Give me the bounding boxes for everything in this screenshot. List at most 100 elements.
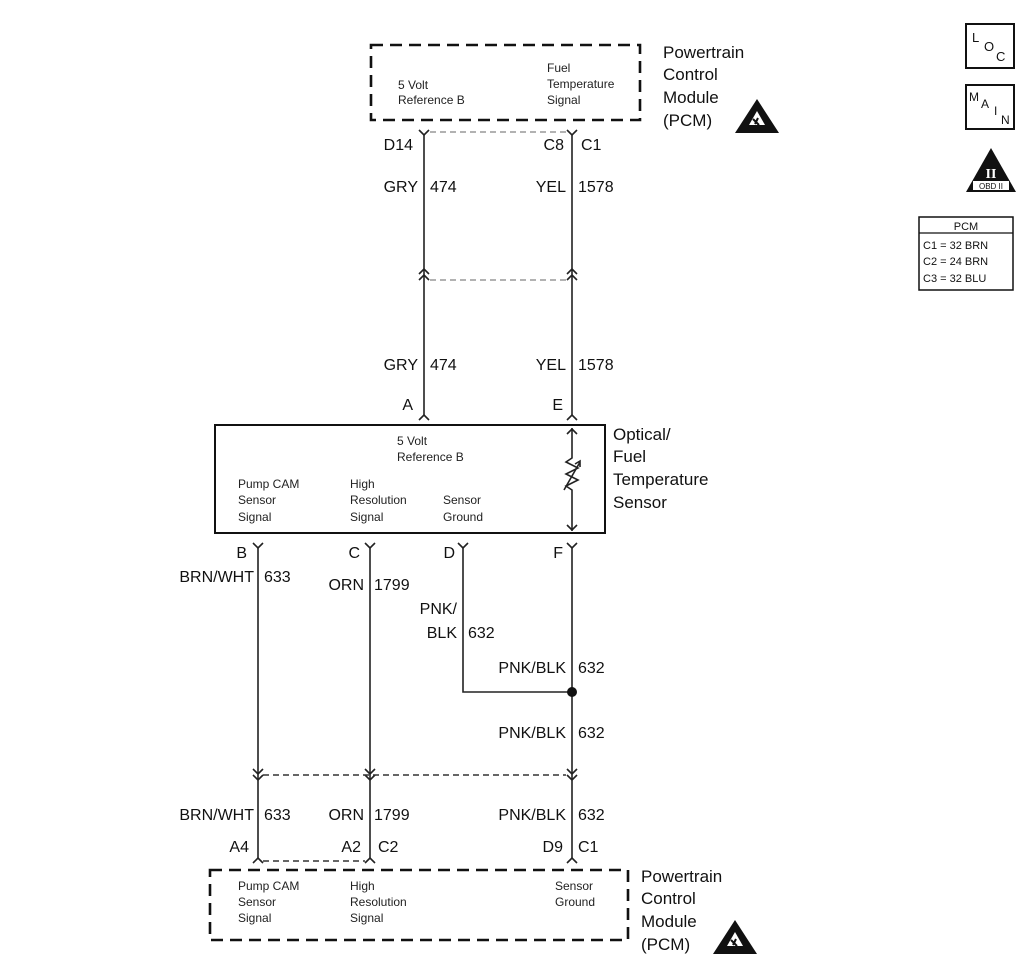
svg-text:M: M: [969, 90, 979, 104]
main-icon[interactable]: M A I N: [965, 84, 1015, 130]
module-title: Powertrain: [641, 867, 722, 886]
wire-circuit: 1799: [374, 577, 410, 594]
wire-circuit: 474: [430, 357, 457, 374]
pin-function: Signal: [350, 510, 383, 524]
svg-text:N: N: [1001, 113, 1010, 127]
wire-color: YEL: [536, 357, 566, 374]
esd-warning-icon: [734, 98, 780, 134]
pin-function: Signal: [350, 911, 383, 925]
pin-function: Reference B: [398, 93, 465, 107]
pin-function: Sensor: [238, 895, 276, 909]
pin-function: Sensor: [238, 493, 276, 507]
connector-label: C1: [578, 839, 599, 856]
wire-color: PNK/BLK: [498, 660, 566, 677]
connector-label: C2: [378, 839, 399, 856]
wire-color: PNK/BLK: [498, 725, 566, 742]
connector-label: C1: [581, 137, 602, 154]
pin-function: Resolution: [350, 895, 407, 909]
wire-color: PNK/: [420, 601, 458, 618]
inline-connector-icon: [252, 768, 578, 782]
svg-text:II: II: [986, 167, 997, 182]
bottom-pcm-module: Pump CAM Sensor Signal High Resolution S…: [208, 867, 758, 955]
wire-color: BLK: [427, 625, 458, 642]
wire-color: ORN: [328, 577, 364, 594]
module-title: Control: [663, 65, 718, 84]
pin-function: Ground: [555, 895, 595, 909]
wire-color: GRY: [384, 179, 419, 196]
wire-circuit: 1799: [374, 807, 410, 824]
connector-icon: [418, 413, 578, 421]
pin-function: Temperature: [547, 77, 615, 91]
table-row: C1 = 32 BRN: [923, 240, 988, 252]
pcm-connector-table: PCM C1 = 32 BRN C2 = 24 BRN C3 = 32 BLU: [918, 216, 1014, 291]
table-row: C2 = 24 BRN: [923, 256, 988, 268]
module-title: (PCM): [663, 111, 712, 130]
pin-function: Pump CAM: [238, 879, 299, 893]
sensor-box: [214, 424, 606, 534]
module-title: Powertrain: [663, 43, 744, 62]
wire-color: PNK/BLK: [498, 807, 566, 824]
svg-text:OBD II: OBD II: [979, 182, 1003, 191]
pin-label: F: [553, 545, 563, 562]
module-title: Module: [663, 88, 719, 107]
wire-circuit: 633: [264, 807, 291, 824]
module-title: Control: [641, 889, 696, 908]
pin-function: Sensor: [555, 879, 593, 893]
pin-function: Reference B: [397, 450, 464, 464]
connector-icon: [252, 856, 578, 864]
inline-connector-icon: [418, 267, 578, 281]
pin-label: A2: [341, 839, 361, 856]
pin-function: Sensor: [443, 493, 481, 507]
svg-text:L: L: [972, 30, 979, 45]
pin-function: Signal: [547, 93, 580, 107]
wire-color: YEL: [536, 179, 566, 196]
wire-color: BRN/WHT: [179, 569, 254, 586]
pin-function: Ground: [443, 510, 483, 524]
pin-label: E: [552, 397, 563, 414]
wire-color: GRY: [384, 357, 419, 374]
svg-text:A: A: [981, 97, 989, 111]
connector-icon: [252, 542, 578, 550]
pin-label: C8: [544, 137, 565, 154]
pin-function: Resolution: [350, 493, 407, 507]
pin-label: D: [443, 545, 455, 562]
pin-label: D14: [384, 137, 413, 154]
sensor-title: Fuel: [613, 447, 646, 466]
sensor-title: Temperature: [613, 470, 708, 489]
thermistor-icon: [563, 427, 581, 532]
pin-function: 5 Volt: [398, 78, 429, 92]
pin-label: A4: [229, 839, 249, 856]
pin-function: High: [350, 477, 375, 491]
wire-circuit: 632: [578, 660, 605, 677]
pin-function: 5 Volt: [397, 434, 428, 448]
svg-text:C: C: [996, 49, 1005, 64]
wire-circuit: 632: [578, 807, 605, 824]
wire-circuit: 1578: [578, 357, 614, 374]
loc-icon[interactable]: L O C: [965, 23, 1015, 69]
pin-function: High: [350, 879, 375, 893]
pin-label: A: [402, 397, 413, 414]
table-row: C3 = 32 BLU: [923, 273, 986, 285]
top-pcm-module: 5 Volt Reference B Fuel Temperature Sign…: [369, 43, 780, 134]
esd-warning-icon: [712, 919, 758, 955]
pin-function: Fuel: [547, 61, 570, 75]
svg-text:I: I: [994, 104, 997, 118]
obd-ii-icon[interactable]: II OBD II: [966, 148, 1016, 192]
top-pcm-box: [369, 43, 642, 122]
wire-circuit: 632: [578, 725, 605, 742]
pin-function: Signal: [238, 911, 271, 925]
wire-pnk-blk-632-branch: [462, 548, 572, 693]
wire-circuit: 1578: [578, 179, 614, 196]
pin-function: Pump CAM: [238, 477, 299, 491]
module-title: Module: [641, 912, 697, 931]
bottom-pcm-box: [208, 868, 630, 942]
wire-circuit: 474: [430, 179, 457, 196]
wire-color: ORN: [328, 807, 364, 824]
module-title: (PCM): [641, 935, 690, 954]
svg-text:O: O: [984, 39, 994, 54]
pin-label: B: [236, 545, 247, 562]
pin-function: Signal: [238, 510, 271, 524]
pin-label: D9: [543, 839, 564, 856]
sensor-title: Sensor: [613, 493, 667, 512]
